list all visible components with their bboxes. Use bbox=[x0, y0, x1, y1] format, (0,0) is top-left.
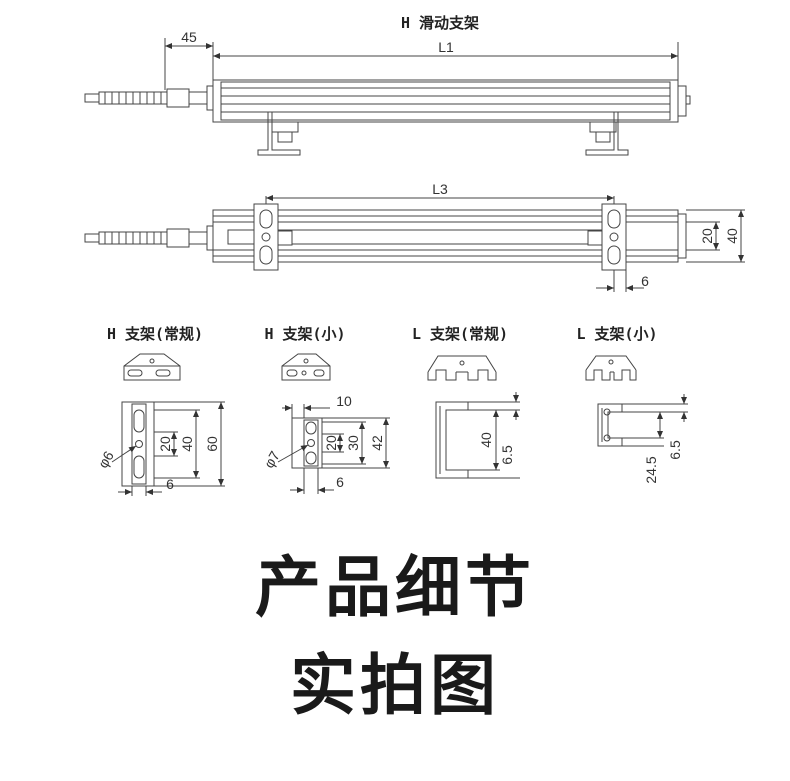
heading-product-details: 产品细节 bbox=[255, 549, 535, 626]
dim-40-h-normal: 40 bbox=[179, 436, 195, 452]
side-view bbox=[84, 38, 691, 156]
dim-20-topview: 20 bbox=[699, 228, 715, 244]
dim-45: 45 bbox=[181, 29, 197, 45]
dim-20-h-normal: 20 bbox=[157, 436, 173, 452]
dim-l1: L1 bbox=[438, 39, 454, 55]
bracket-l-small bbox=[585, 355, 688, 447]
label-h-small: H 支架(小) bbox=[264, 325, 345, 343]
dim-6-5-l-normal: 6.5 bbox=[499, 445, 515, 465]
dim-60-h-normal: 60 bbox=[204, 436, 220, 452]
dim-l3: L3 bbox=[432, 181, 448, 197]
top-view bbox=[84, 195, 745, 292]
dim-40-topview: 40 bbox=[724, 228, 740, 244]
heading-real-photos: 实拍图 bbox=[290, 647, 500, 724]
dim-6-5-l-small: 6.5 bbox=[667, 440, 683, 460]
dim-24-5-l-small: 24.5 bbox=[643, 456, 659, 483]
dim-30-h-small: 30 bbox=[345, 435, 361, 451]
dim-6-h-normal: 6 bbox=[166, 476, 174, 492]
dim-40-l-normal: 40 bbox=[478, 432, 494, 448]
dim-42-h-small: 42 bbox=[369, 435, 385, 451]
dim-10-h-small: 10 bbox=[336, 393, 352, 409]
dim-phi7: φ7 bbox=[261, 448, 283, 471]
label-l-small: L 支架(小) bbox=[576, 325, 657, 343]
dim-20-h-small: 20 bbox=[323, 435, 339, 451]
label-h-normal: H 支架(常规) bbox=[107, 325, 203, 343]
dim-phi6: φ6 bbox=[95, 448, 117, 471]
dim-6-topview: 6 bbox=[641, 273, 649, 289]
top-title: H 滑动支架 bbox=[401, 14, 479, 32]
bracket-h-small bbox=[277, 353, 390, 494]
dim-6-h-small: 6 bbox=[336, 474, 344, 490]
label-l-normal: L 支架(常规) bbox=[412, 325, 508, 343]
bracket-h-normal bbox=[111, 353, 225, 496]
bracket-l-normal bbox=[427, 355, 520, 479]
